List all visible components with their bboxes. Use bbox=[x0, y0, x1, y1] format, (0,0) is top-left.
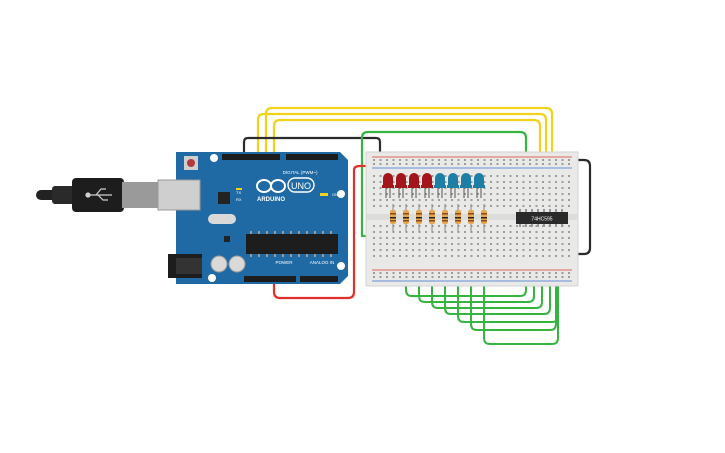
capacitor-1 bbox=[210, 255, 228, 273]
led-4[interactable] bbox=[421, 173, 433, 198]
usb-icon bbox=[85, 188, 112, 201]
power-header[interactable] bbox=[244, 276, 296, 282]
tx-label: TX bbox=[236, 190, 241, 195]
rx-label: RX bbox=[236, 197, 242, 202]
arduino-uno-board[interactable]: UNO ARDUINO DIGITAL (PWM~) POWER ANALOG … bbox=[157, 152, 348, 284]
digital-header-1[interactable] bbox=[222, 154, 280, 160]
led-5[interactable] bbox=[434, 173, 446, 198]
wire-green-4[interactable] bbox=[444, 231, 551, 315]
wire-black-gnd[interactable] bbox=[242, 136, 382, 160]
led-6[interactable] bbox=[447, 173, 459, 198]
resistor-6[interactable] bbox=[455, 204, 461, 232]
atmega-chip bbox=[246, 234, 338, 254]
wire-yellow-3[interactable] bbox=[272, 118, 542, 172]
led-1[interactable] bbox=[382, 173, 394, 198]
wire-green-6[interactable] bbox=[470, 231, 557, 331]
analog-header[interactable] bbox=[300, 276, 338, 282]
resistor-1[interactable] bbox=[390, 204, 396, 232]
resistor-group bbox=[390, 204, 487, 232]
usb-cable[interactable] bbox=[36, 178, 158, 212]
wire-green-2[interactable] bbox=[418, 231, 535, 303]
arduino-logo-icon bbox=[256, 179, 286, 193]
led-8[interactable] bbox=[473, 173, 485, 198]
crystal bbox=[208, 214, 236, 224]
resistor-7[interactable] bbox=[468, 204, 474, 232]
board-usb-port bbox=[157, 179, 201, 211]
wire-yellow-2[interactable] bbox=[264, 106, 554, 172]
power-label: POWER bbox=[275, 260, 293, 265]
led-group bbox=[382, 173, 485, 198]
wire-green-rail[interactable] bbox=[360, 130, 528, 238]
wire-green-3[interactable] bbox=[431, 231, 543, 309]
chip-label: 74HC595 bbox=[531, 217, 552, 223]
resistor-4[interactable] bbox=[429, 204, 435, 232]
wire-red-5v[interactable] bbox=[272, 164, 380, 300]
resistor-2[interactable] bbox=[403, 204, 409, 232]
digital-label: DIGITAL (PWM~) bbox=[283, 170, 318, 175]
wire-green-1[interactable] bbox=[405, 231, 527, 297]
resistor-5[interactable] bbox=[442, 204, 448, 232]
resistor-8[interactable] bbox=[481, 204, 487, 232]
wire-yellow-1[interactable] bbox=[256, 112, 548, 172]
on-label: ON bbox=[332, 192, 338, 197]
uno-model-label: UNO bbox=[291, 181, 311, 191]
analog-label: ANALOG IN bbox=[310, 260, 335, 265]
wire-black-right[interactable] bbox=[564, 158, 592, 256]
led-7[interactable] bbox=[460, 173, 472, 198]
shift-register-chip[interactable]: 74HC595 bbox=[516, 209, 568, 227]
led-2[interactable] bbox=[395, 173, 407, 198]
digital-header-2[interactable] bbox=[286, 154, 338, 160]
resistor-3[interactable] bbox=[416, 204, 422, 232]
arduino-logo-text: ARDUINO bbox=[257, 197, 285, 203]
wire-green-7[interactable] bbox=[483, 231, 559, 345]
capacitor-2 bbox=[228, 255, 246, 273]
led-3[interactable] bbox=[408, 173, 420, 198]
